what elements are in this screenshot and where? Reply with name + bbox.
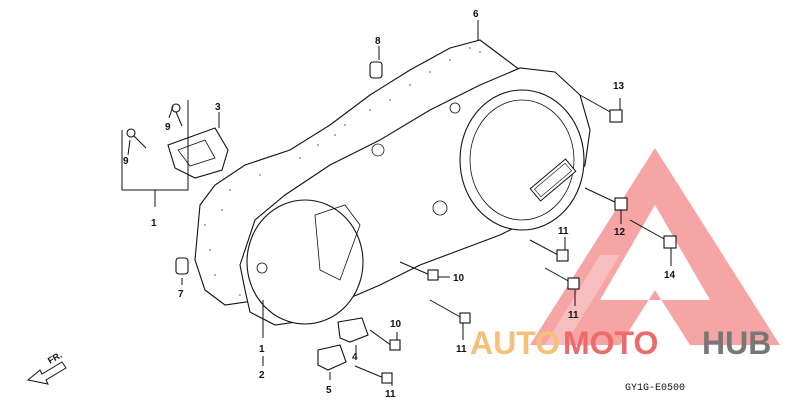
bolt-part-11-d [544, 267, 580, 290]
callout-11-a: 11 [456, 344, 467, 355]
callout-3: 3 [215, 102, 221, 113]
clutch-dome [459, 89, 585, 231]
callout-11-b: 11 [385, 389, 396, 400]
front-direction-arrow: FR. [26, 350, 67, 385]
diagram-code: GY1G-E0500 [625, 383, 685, 394]
bolt-part-11-c [529, 239, 569, 262]
callout-4: 4 [352, 352, 358, 363]
crankcase-cover-part-1 [239, 67, 591, 326]
bolt-part-10-upper [399, 261, 439, 281]
watermark-text: AUTO MOTO HUB [470, 325, 771, 361]
callout-5: 5 [326, 385, 332, 396]
clamp-part-4 [337, 317, 369, 343]
kick-chamber [246, 199, 364, 325]
watermark-hub: HUB [702, 325, 771, 361]
callout-13: 13 [613, 81, 625, 92]
callout-7: 7 [178, 289, 184, 300]
callout-10-upper: 10 [453, 273, 465, 284]
callout-2: 2 [259, 370, 265, 381]
bracket-part-3 [167, 127, 229, 179]
callout-8: 8 [375, 36, 381, 47]
watermark-moto: MOTO [563, 325, 658, 361]
watermark-auto: AUTO [470, 325, 560, 361]
watermark-triangle-logo [530, 148, 780, 345]
bolt-part-10-lower [369, 329, 401, 351]
dowel-part-7 [175, 257, 189, 275]
bolt-part-14 [629, 219, 677, 249]
callout-9-upper: 9 [165, 122, 171, 133]
bolt-part-9-lower [126, 128, 147, 149]
callout-11-c: 11 [558, 226, 569, 237]
bolt-part-11-a [429, 299, 471, 324]
callout-11-d: 11 [568, 310, 579, 321]
callout-12: 12 [614, 227, 626, 238]
bolt-part-9-upper [171, 103, 183, 127]
callout-10-lower: 10 [390, 319, 402, 330]
brand-badge [529, 158, 577, 202]
callout-6: 6 [473, 9, 479, 20]
bolt-part-12 [584, 187, 628, 211]
bolt-part-11-b [354, 365, 393, 384]
clamp-part-5 [317, 344, 347, 371]
callout-9-lower: 9 [123, 156, 129, 167]
callout-1-top: 1 [151, 218, 157, 229]
callout-leaders [121, 20, 672, 386]
dowel-part-8 [369, 61, 383, 79]
bolt-part-13 [579, 94, 623, 123]
callout-14: 14 [664, 270, 676, 281]
callout-1-bottom: 1 [259, 344, 265, 355]
